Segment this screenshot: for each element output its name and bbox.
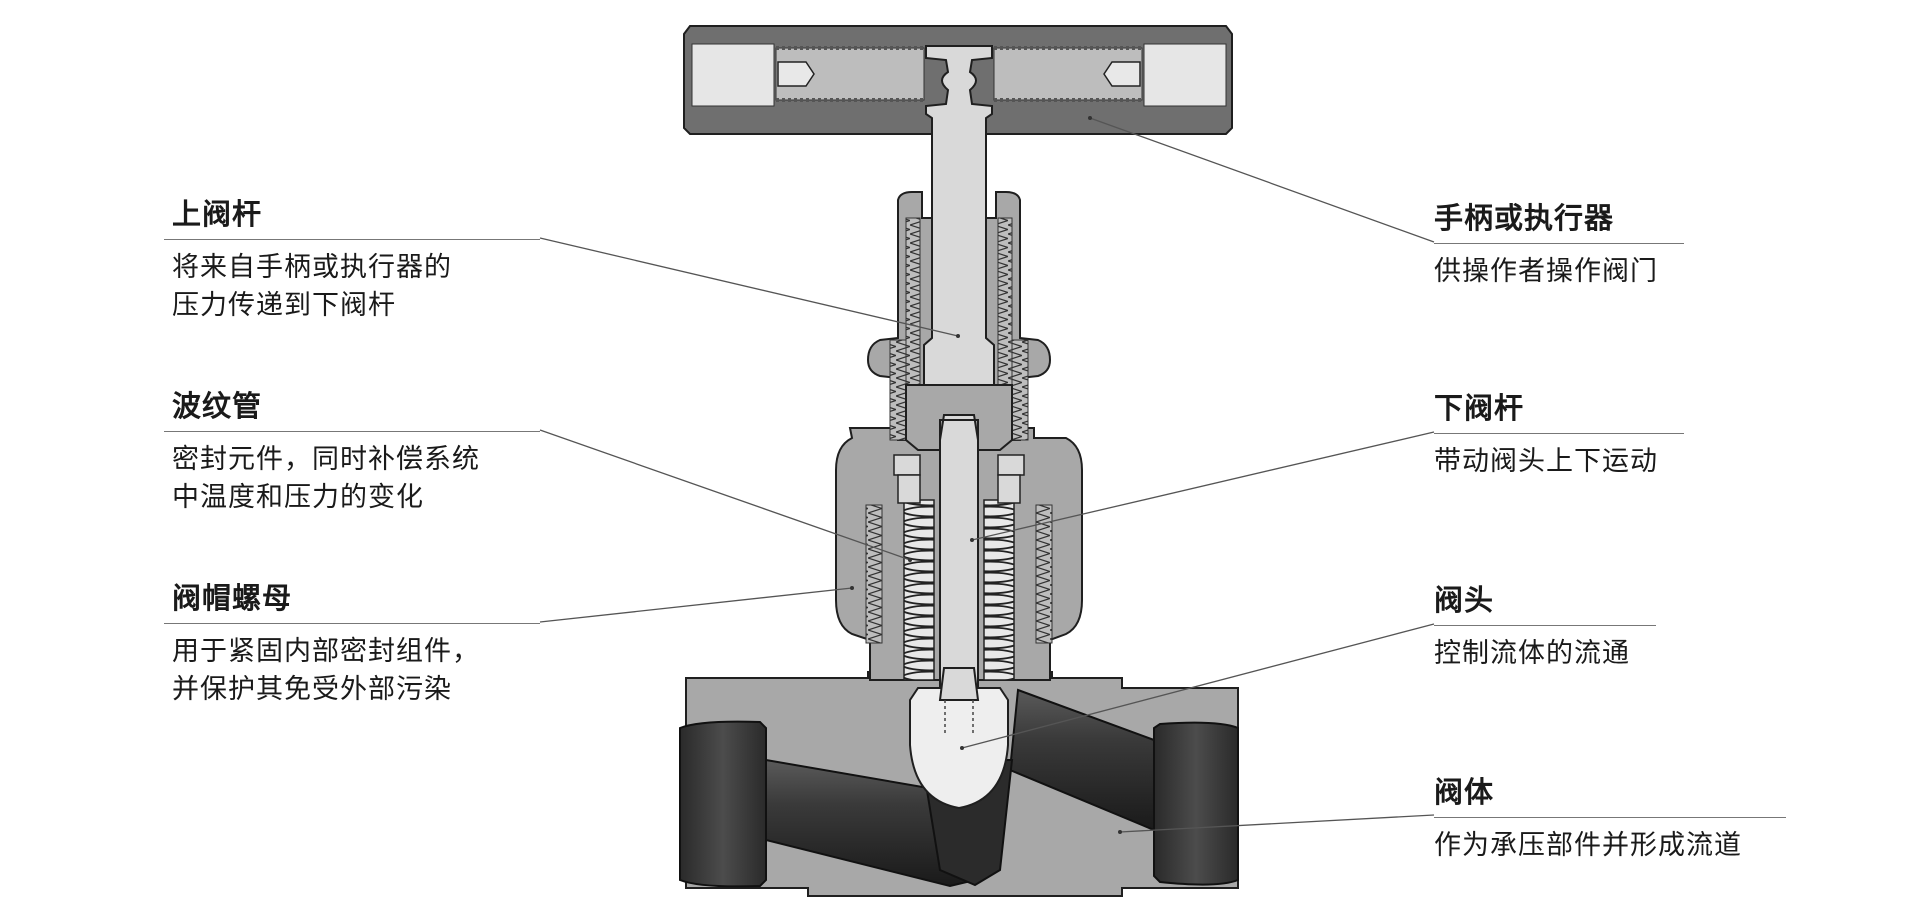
leader-dot-bellows — [908, 558, 912, 562]
upper-stem-title: 上阀杆 — [172, 197, 263, 231]
callout-bonnet-nut: 阀帽螺母 用于紧固内部密封组件， 并保护其免受外部污染 — [164, 580, 540, 709]
bonnet-nut-desc: 用于紧固内部密封组件， 并保护其免受外部污染 — [172, 633, 540, 709]
lower-stem — [939, 414, 979, 691]
bellows-rule — [164, 431, 540, 432]
leader-dot-bonnet-nut — [850, 586, 854, 590]
bonnet-nut-title: 阀帽螺母 — [172, 581, 293, 615]
outlet-port — [1153, 721, 1239, 886]
leader-lower-stem — [971, 431, 1435, 541]
bonnet-nut-line-1: 用于紧固内部密封组件， — [172, 636, 480, 667]
bellows — [897, 474, 1021, 681]
leader-bonnet-nut — [539, 587, 853, 623]
callout-lower-stem: 下阀杆 带动阀头上下运动 — [1434, 390, 1684, 481]
valve-head — [909, 667, 1009, 810]
inlet-passage — [765, 758, 977, 888]
handle-title: 手柄或执行器 — [1434, 201, 1615, 235]
lower-stem-rule — [1434, 433, 1684, 434]
valve-head-line-1: 控制流体的流通 — [1434, 638, 1630, 669]
leader-upper-stem — [539, 237, 959, 337]
bellows-desc: 密封元件，同时补偿系统 中温度和压力的变化 — [172, 441, 540, 517]
lower-stem-line-1: 带动阀头上下运动 — [1434, 446, 1658, 477]
bonnet-nut-line-2: 并保护其免受外部污染 — [172, 674, 452, 705]
leader-handle — [1089, 117, 1435, 243]
handle-line-1: 供操作者操作阀门 — [1434, 256, 1658, 287]
leader-dot-valve-head — [960, 746, 964, 750]
leader-lines — [539, 116, 1435, 834]
callout-handle: 手柄或执行器 供操作者操作阀门 — [1434, 200, 1684, 291]
callout-valve-body: 阀体 作为承压部件并形成流道 — [1434, 774, 1786, 865]
valve-body-title: 阀体 — [1434, 775, 1495, 809]
leader-valve-body — [1119, 814, 1435, 833]
leader-dot-upper-stem — [956, 334, 960, 338]
handle-desc: 供操作者操作阀门 — [1434, 253, 1684, 291]
leader-valve-head — [961, 623, 1435, 749]
leader-bellows — [539, 429, 911, 561]
valve-body-rule — [1434, 817, 1786, 818]
valve-body-desc: 作为承压部件并形成流道 — [1434, 827, 1786, 865]
callout-bellows: 波纹管 密封元件，同时补偿系统 中温度和压力的变化 — [164, 388, 540, 517]
upper-stem-line-2: 压力传递到下阀杆 — [172, 290, 396, 321]
bonnet-nut-rule — [164, 623, 540, 624]
valve-head-desc: 控制流体的流通 — [1434, 635, 1656, 673]
valve-head-title: 阀头 — [1434, 583, 1495, 617]
leader-dot-lower-stem — [970, 538, 974, 542]
bellows-line-2: 中温度和压力的变化 — [172, 482, 424, 513]
lower-stem-title: 下阀杆 — [1434, 391, 1525, 425]
leader-dot-handle — [1088, 116, 1092, 120]
valve-body-line-1: 作为承压部件并形成流道 — [1434, 830, 1742, 861]
upper-stem-rule — [164, 239, 540, 240]
lower-stem-desc: 带动阀头上下运动 — [1434, 443, 1684, 481]
handle-rule — [1434, 243, 1684, 244]
callout-valve-head: 阀头 控制流体的流通 — [1434, 582, 1656, 673]
leader-dot-valve-body — [1118, 830, 1122, 834]
bellows-title: 波纹管 — [172, 389, 263, 423]
upper-stem-desc: 将来自手柄或执行器的 压力传递到下阀杆 — [172, 249, 540, 325]
valve-head-rule — [1434, 625, 1656, 626]
bellows-line-1: 密封元件，同时补偿系统 — [172, 444, 480, 475]
upper-stem-line-1: 将来自手柄或执行器的 — [172, 252, 452, 283]
inlet-port — [679, 720, 767, 888]
callout-upper-stem: 上阀杆 将来自手柄或执行器的 压力传递到下阀杆 — [164, 196, 540, 325]
